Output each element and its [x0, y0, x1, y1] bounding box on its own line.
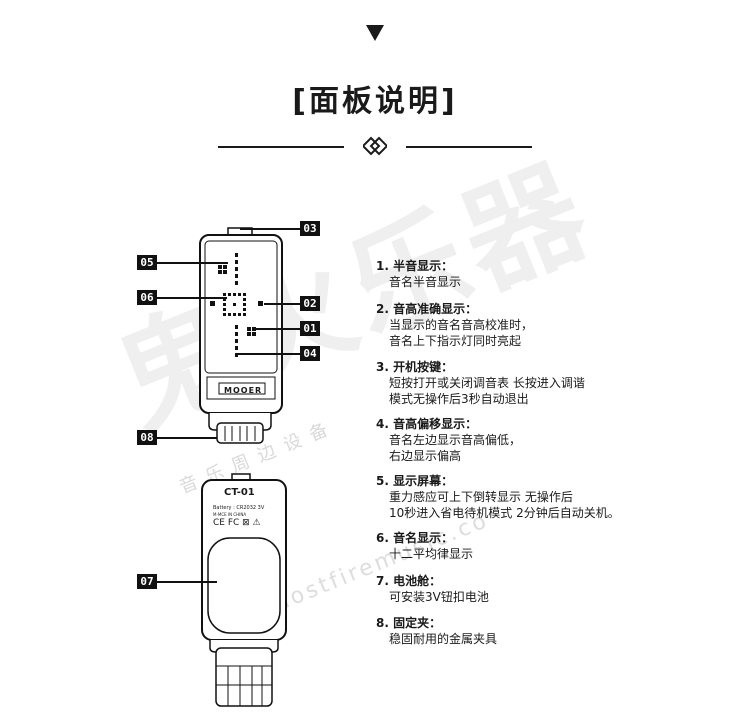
callout-leader-02	[264, 303, 300, 305]
feature-heading: 6. 音名显示：	[376, 531, 454, 545]
device-model-label: CT-01	[224, 487, 255, 498]
feature-text: 音名上下指示灯同时亮起	[389, 334, 522, 348]
feature-heading: 7. 电池舱：	[376, 574, 442, 588]
feature-text: 可安装3V钮扣电池	[389, 590, 489, 604]
feature-text: 模式无操作后3秒自动退出	[389, 392, 529, 406]
feature-item-1: 1. 半音显示： 音名半音显示	[376, 258, 461, 290]
callout-leader-05	[157, 262, 228, 264]
feature-item-3: 3. 开机按键： 短按打开或关闭调音表 长按进入调谐 模式无操作后3秒自动退出	[376, 359, 585, 407]
feature-text: 重力感应可上下倒转显示 无操作后	[389, 490, 573, 504]
feature-heading: 3. 开机按键：	[376, 360, 454, 374]
feature-item-7: 7. 电池舱： 可安装3V钮扣电池	[376, 573, 489, 605]
feature-text: 音名半音显示	[389, 275, 462, 289]
callout-leader-04	[238, 353, 300, 355]
feature-heading: 5. 显示屏幕：	[376, 474, 454, 488]
feature-heading: 2. 音高准确显示：	[376, 302, 478, 316]
callout-label-08: 08	[137, 430, 157, 445]
feature-item-4: 4. 音高偏移显示： 音名左边显示音高偏低， 右边显示偏高	[376, 416, 521, 464]
callout-leader-03	[240, 228, 300, 230]
divider-left	[218, 146, 344, 148]
double-diamond-icon	[363, 136, 387, 156]
callout-label-03: 03	[300, 221, 320, 236]
feature-text: 10秒进入省电待机模式 2分钟后自动关机。	[389, 506, 620, 520]
callout-label-05: 05	[137, 255, 157, 270]
feature-text: 稳固耐用的金属夹具	[389, 632, 498, 646]
divider-right	[406, 146, 532, 148]
feature-text: 当显示的音名音高校准时，	[389, 318, 534, 332]
feature-item-6: 6. 音名显示： 十二平均律显示	[376, 530, 473, 562]
page-title: [面板说明]	[292, 84, 458, 119]
device-brand-logo: MOOER	[224, 386, 263, 395]
callout-leader-06	[157, 297, 227, 299]
feature-item-5: 5. 显示屏幕： 重力感应可上下倒转显示 无操作后 10秒进入省电待机模式 2分…	[376, 473, 620, 521]
feature-item-2: 2. 音高准确显示： 当显示的音名音高校准时， 音名上下指示灯同时亮起	[376, 301, 533, 349]
callout-leader-07	[157, 581, 217, 583]
tuner-back-illustration	[201, 473, 287, 707]
origin-spec: M-MCE IN CHINA	[213, 512, 247, 517]
feature-item-8: 8. 固定夹： 稳固耐用的金属夹具	[376, 615, 497, 647]
watermark-url: ghostfiremusic.co	[255, 507, 493, 624]
callout-label-02: 02	[300, 296, 320, 311]
callout-leader-01	[256, 328, 300, 330]
callout-leader-08	[157, 437, 217, 439]
tuner-front-illustration	[199, 227, 283, 444]
feature-heading: 1. 半音显示：	[376, 259, 454, 273]
feature-text: 十二平均律显示	[389, 547, 474, 561]
feature-heading: 8. 固定夹：	[376, 616, 442, 630]
feature-text: 右边显示偏高	[389, 449, 462, 463]
callout-label-07: 07	[137, 574, 157, 589]
callout-label-01: 01	[300, 321, 320, 336]
feature-text: 短按打开或关闭调音表 长按进入调谐	[389, 376, 585, 390]
battery-spec: Battery : CR2032 3V	[213, 505, 265, 511]
certification-marks: CE FC ⊠ ⚠	[213, 518, 261, 528]
feature-text: 音名左边显示音高偏低，	[389, 433, 522, 447]
feature-heading: 4. 音高偏移显示：	[376, 417, 478, 431]
callout-label-06: 06	[137, 290, 157, 305]
down-triangle-icon	[366, 25, 384, 41]
callout-label-04: 04	[300, 346, 320, 361]
